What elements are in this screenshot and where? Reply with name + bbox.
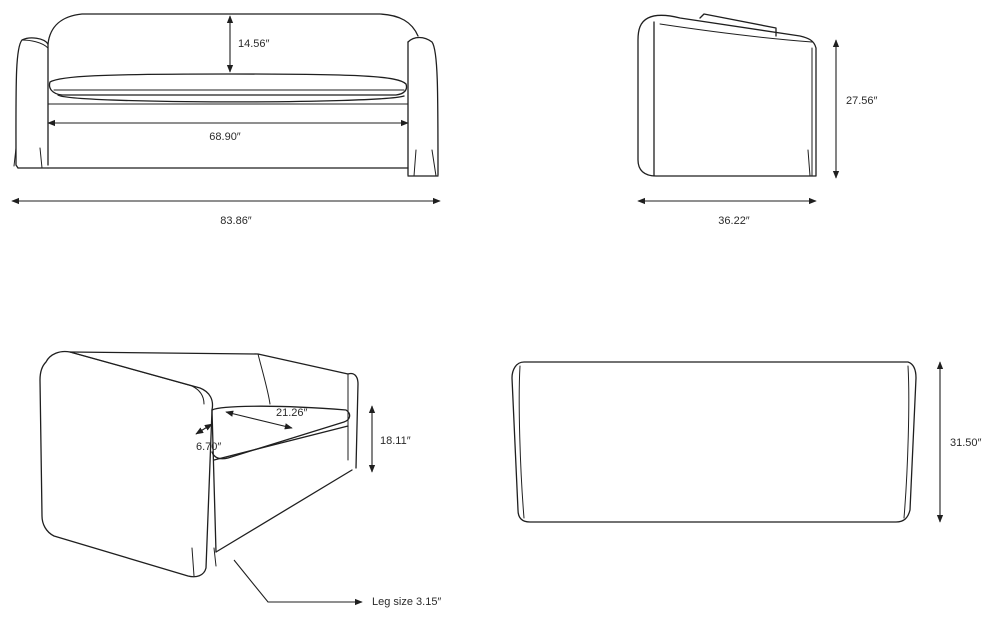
overall-height-label: 27.56″ xyxy=(846,95,878,107)
back-height-label: 14.56″ xyxy=(238,38,270,50)
front-view: 14.56″ 68.90″ 83.86″ xyxy=(11,13,441,227)
leg-leader-line xyxy=(233,559,363,606)
overall-depth-label: 36.22″ xyxy=(718,215,750,227)
seat-width-label: 68.90″ xyxy=(209,131,241,143)
leg-size-label: Leg size 3.15″ xyxy=(372,596,441,608)
overall-width-label: 83.86″ xyxy=(220,215,252,227)
top-depth-label: 31.50″ xyxy=(950,437,982,449)
arm-width-arrow xyxy=(195,423,213,435)
seat-depth-label: 21.26″ xyxy=(276,407,308,419)
perspective-view: 21.26″ 6.70″ 18.11″ Leg size 3.15″ xyxy=(39,350,441,608)
front-sofa-outline xyxy=(13,13,439,177)
seat-depth-arrow xyxy=(225,410,293,430)
perspective-sofa-outline xyxy=(39,350,359,578)
side-sofa-outline xyxy=(637,13,817,177)
side-view: 27.56″ 36.22″ xyxy=(637,13,878,227)
top-view: 31.50″ xyxy=(511,361,982,523)
arm-width-label: 6.70″ xyxy=(196,441,221,453)
seat-height-label: 18.11″ xyxy=(380,435,411,447)
top-sofa-outline xyxy=(511,361,917,523)
